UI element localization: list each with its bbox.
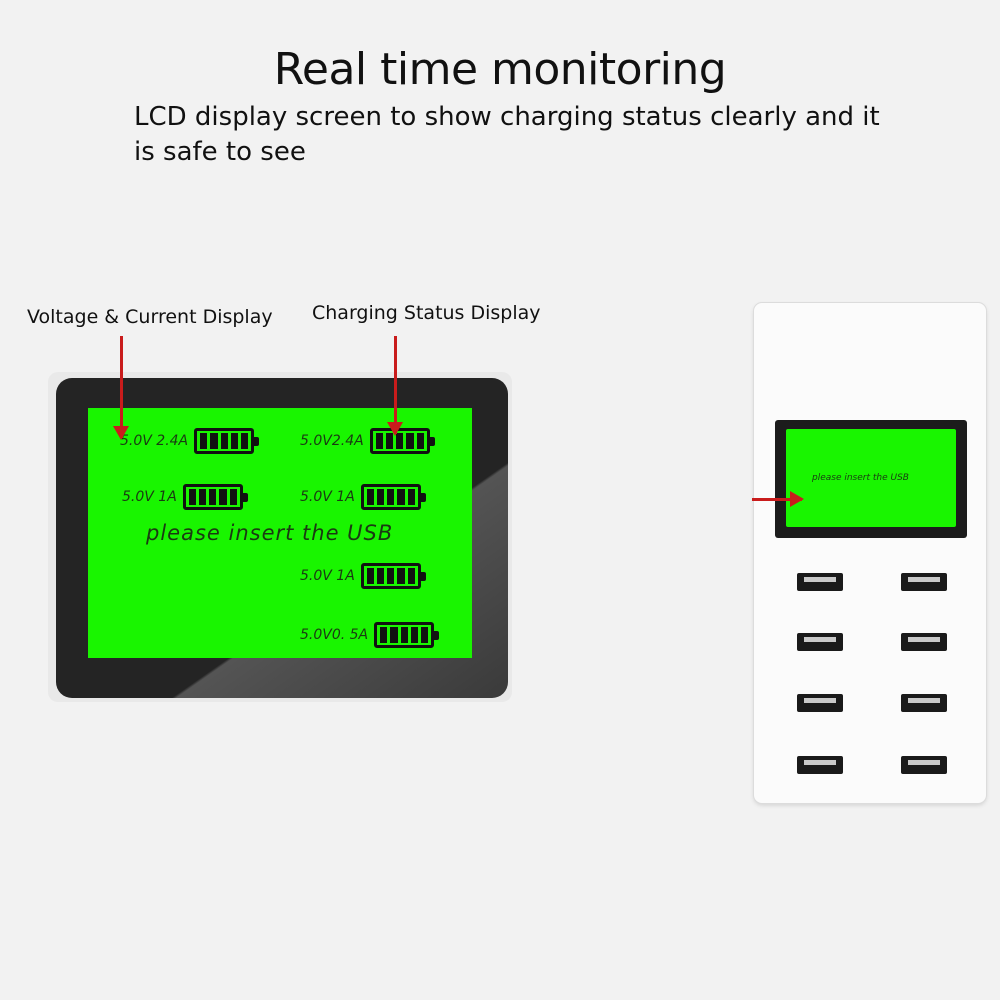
port-reading-1: 5.0V 2.4A xyxy=(120,424,260,458)
voltage-arrow-icon xyxy=(113,336,129,440)
page-subtitle: LCD display screen to show charging stat… xyxy=(134,102,880,167)
port-value: 5.0V 2.4A xyxy=(120,433,189,449)
port-reading-2: 5.0V2.4A xyxy=(300,424,435,458)
device-lcd-arrow-icon xyxy=(752,491,804,507)
lcd-message: please insert the USB xyxy=(146,521,394,545)
lcd-screen: 5.0V 2.4A 5.0V2.4A 5.0V 1A 5.0V 1A pleas… xyxy=(88,408,472,658)
device-lcd-message: please insert the USB xyxy=(812,473,909,483)
port-reading-4: 5.0V 1A xyxy=(300,480,426,514)
usb-port-icon xyxy=(901,633,947,651)
port-value: 5.0V 1A xyxy=(300,489,355,505)
status-arrow-icon xyxy=(387,336,403,436)
page-title: Real time monitoring xyxy=(273,44,727,95)
port-value: 5.0V 1A xyxy=(122,489,177,505)
battery-icon xyxy=(374,622,440,648)
charger-device xyxy=(754,303,986,803)
charging-status-label: Charging Status Display xyxy=(312,302,541,324)
battery-icon xyxy=(360,484,426,510)
usb-port-icon xyxy=(901,756,947,774)
usb-port-icon xyxy=(797,573,843,591)
battery-icon xyxy=(360,563,426,589)
usb-port-icon xyxy=(901,573,947,591)
device-lcd-screen xyxy=(786,429,956,527)
usb-port-icon xyxy=(797,633,843,651)
battery-icon xyxy=(182,484,248,510)
battery-icon xyxy=(194,428,260,454)
voltage-current-label: Voltage & Current Display xyxy=(27,306,273,328)
port-value: 5.0V 1A xyxy=(300,568,355,584)
port-value: 5.0V2.4A xyxy=(300,433,364,449)
usb-port-icon xyxy=(901,694,947,712)
usb-port-icon xyxy=(797,756,843,774)
port-reading-6: 5.0V0. 5A xyxy=(300,618,440,652)
port-value: 5.0V0. 5A xyxy=(300,627,369,643)
port-reading-5: 5.0V 1A xyxy=(300,559,426,593)
usb-port-icon xyxy=(797,694,843,712)
port-reading-3: 5.0V 1A xyxy=(122,480,248,514)
